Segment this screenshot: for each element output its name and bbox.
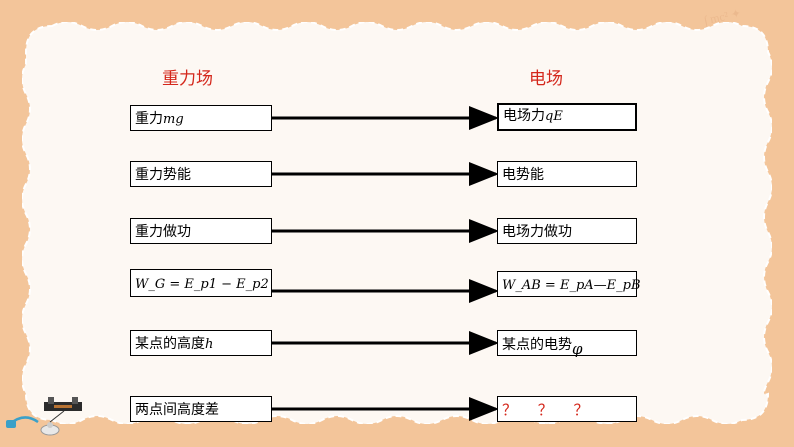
electric-field-heading: 电场	[529, 69, 563, 89]
circuit-apparatus-icon	[6, 397, 82, 436]
electric-potential-energy-box: 电势能	[497, 161, 637, 187]
height-label: 某点的高度	[135, 336, 205, 352]
gravitational-potential-energy-label: 重力势能	[135, 167, 191, 183]
electric-force-math: qE	[545, 109, 563, 124]
height-math: h	[205, 337, 214, 352]
electric-force-work-box: 电场力做功	[497, 218, 637, 244]
electric-potential-box: 某点的电势φ	[497, 330, 637, 358]
electric-work-equation-box: W_AB = E_pA—E_pB	[497, 271, 641, 297]
electric-potential-label: 某点的电势	[502, 337, 572, 353]
gravitational-potential-energy-box: 重力势能	[130, 161, 272, 187]
unknown-box: ？ ？ ？	[497, 396, 637, 422]
height-difference-box: 两点间高度差	[130, 396, 272, 422]
gravity-work-box: 重力做功	[130, 218, 272, 244]
height-difference-label: 两点间高度差	[135, 402, 219, 418]
question-marks: ？ ？ ？	[502, 401, 597, 419]
electric-force-label: 电场力	[503, 108, 545, 124]
gravity-work-label: 重力做功	[135, 224, 191, 240]
gravity-field-heading: 重力场	[162, 69, 213, 89]
gravity-work-equation-box: W_G = E_p1 − E_p2	[130, 269, 272, 297]
gravity-force-math: mg	[163, 112, 184, 127]
height-box: 某点的高度h	[130, 330, 272, 356]
electric-potential-energy-label: 电势能	[502, 167, 544, 183]
gravity-force-box: 重力mg	[130, 105, 272, 131]
gravity-force-label: 重力	[135, 111, 163, 127]
electric-potential-math: φ	[572, 340, 583, 358]
electric-work-equation: W_AB = E_pA—E_pB	[502, 278, 641, 293]
electric-force-work-label: 电场力做功	[502, 224, 572, 240]
electric-force-box: 电场力qE	[497, 103, 637, 131]
gravity-work-equation: W_G = E_p1 − E_p2	[135, 277, 269, 292]
